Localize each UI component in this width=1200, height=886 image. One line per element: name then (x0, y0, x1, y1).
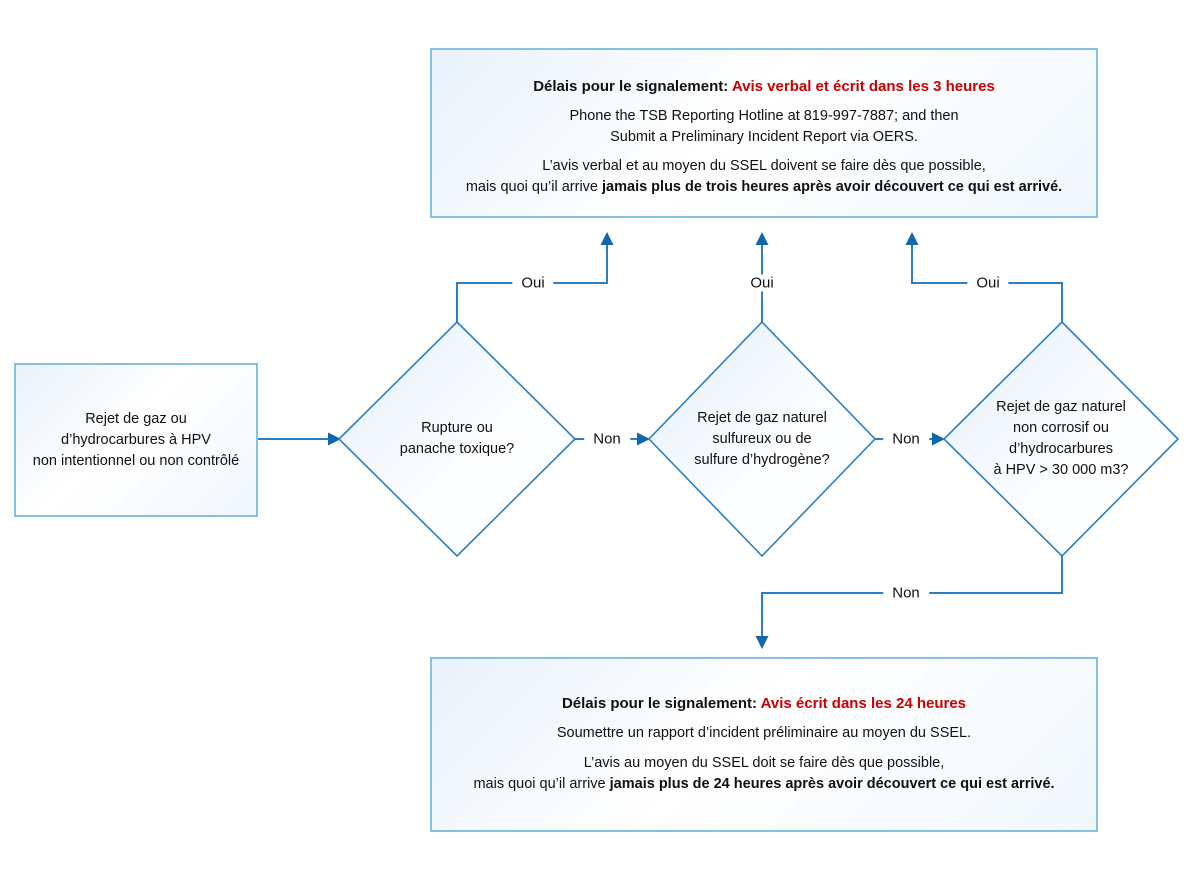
report-3h-instruction-line2: Submit a Preliminary Incident Report via… (610, 129, 918, 145)
arrowhead-decision1-to-decision2 (637, 432, 650, 446)
report-3h-note-line2-normal: mais quoi qu’il arrive (465, 179, 603, 195)
report-24h-instruction: Soumettre un rapport d’incident prélimin… (556, 725, 972, 741)
arrowhead-decision2-to-decision3 (932, 432, 945, 446)
edge-label-decision1-non: Non (584, 430, 630, 448)
report-24h-note-line1: L’avis au moyen du SSEL doit se faire dè… (583, 755, 945, 771)
edge-label-decision2-non: Non (883, 430, 929, 448)
report-24h-note-line2-normal: mais quoi qu’il arrive (473, 776, 610, 792)
start-node: Rejet de gaz ou d’hydrocarbures à HPV no… (14, 363, 258, 517)
report-3h-note-line1: L’avis verbal et au moyen du SSEL doiven… (542, 158, 986, 174)
report-3h-note: L’avis verbal et au moyen du SSEL doiven… (442, 156, 1086, 198)
start-node-label: Rejet de gaz ou d’hydrocarbures à HPV no… (32, 410, 240, 469)
report-3h-heading: Délais pour le signalement: Avis verbal … (442, 76, 1086, 97)
report-3h-instruction-line1: Phone the TSB Reporting Hotline at 819-9… (569, 108, 959, 124)
report-3h-heading-highlight: Avis verbal et écrit dans les 3 heures (731, 78, 995, 95)
report-24h-note: L’avis au moyen du SSEL doit se faire dè… (442, 753, 1086, 795)
decision2-diamond-shape (647, 320, 877, 558)
arrowhead-decision3-yes (905, 232, 919, 245)
arrowhead-decision2-yes (755, 232, 769, 245)
report-24h-note-line2-bold: jamais plus de 24 heures après avoir déc… (609, 776, 1055, 792)
arrowhead-start-to-decision1 (328, 432, 341, 446)
report-24h-heading: Délais pour le signalement: Avis écrit d… (442, 693, 1086, 714)
report-3h-instructions: Phone the TSB Reporting Hotline at 819-9… (442, 106, 1086, 148)
edge-label-decision2-oui: Oui (741, 274, 783, 292)
report-3h-note-line2: mais quoi qu’il arrive jamais plus de tr… (442, 177, 1086, 198)
decision3-diamond-shape (942, 320, 1180, 558)
edge-label-decision3-non: Non (883, 584, 929, 602)
report-3h-note-line2-bold: jamais plus de trois heures après avoir … (602, 179, 1063, 195)
report-24h-note-line2: mais quoi qu’il arrive jamais plus de 24… (442, 774, 1086, 795)
report-24h-node: Délais pour le signalement: Avis écrit d… (430, 657, 1098, 832)
report-24h-heading-highlight: Avis écrit dans les 24 heures (760, 695, 967, 712)
report-3h-heading-prefix: Délais pour le signalement: (533, 78, 732, 95)
decision1-diamond-shape (337, 320, 577, 558)
arrowhead-decision3-no (755, 636, 769, 649)
edge-label-decision3-oui: Oui (967, 274, 1009, 292)
report-24h-heading-prefix: Délais pour le signalement: (561, 695, 761, 712)
report-3h-node: Délais pour le signalement: Avis verbal … (430, 48, 1098, 218)
edge-label-decision1-oui: Oui (512, 274, 554, 292)
arrowhead-decision1-yes (600, 232, 614, 245)
